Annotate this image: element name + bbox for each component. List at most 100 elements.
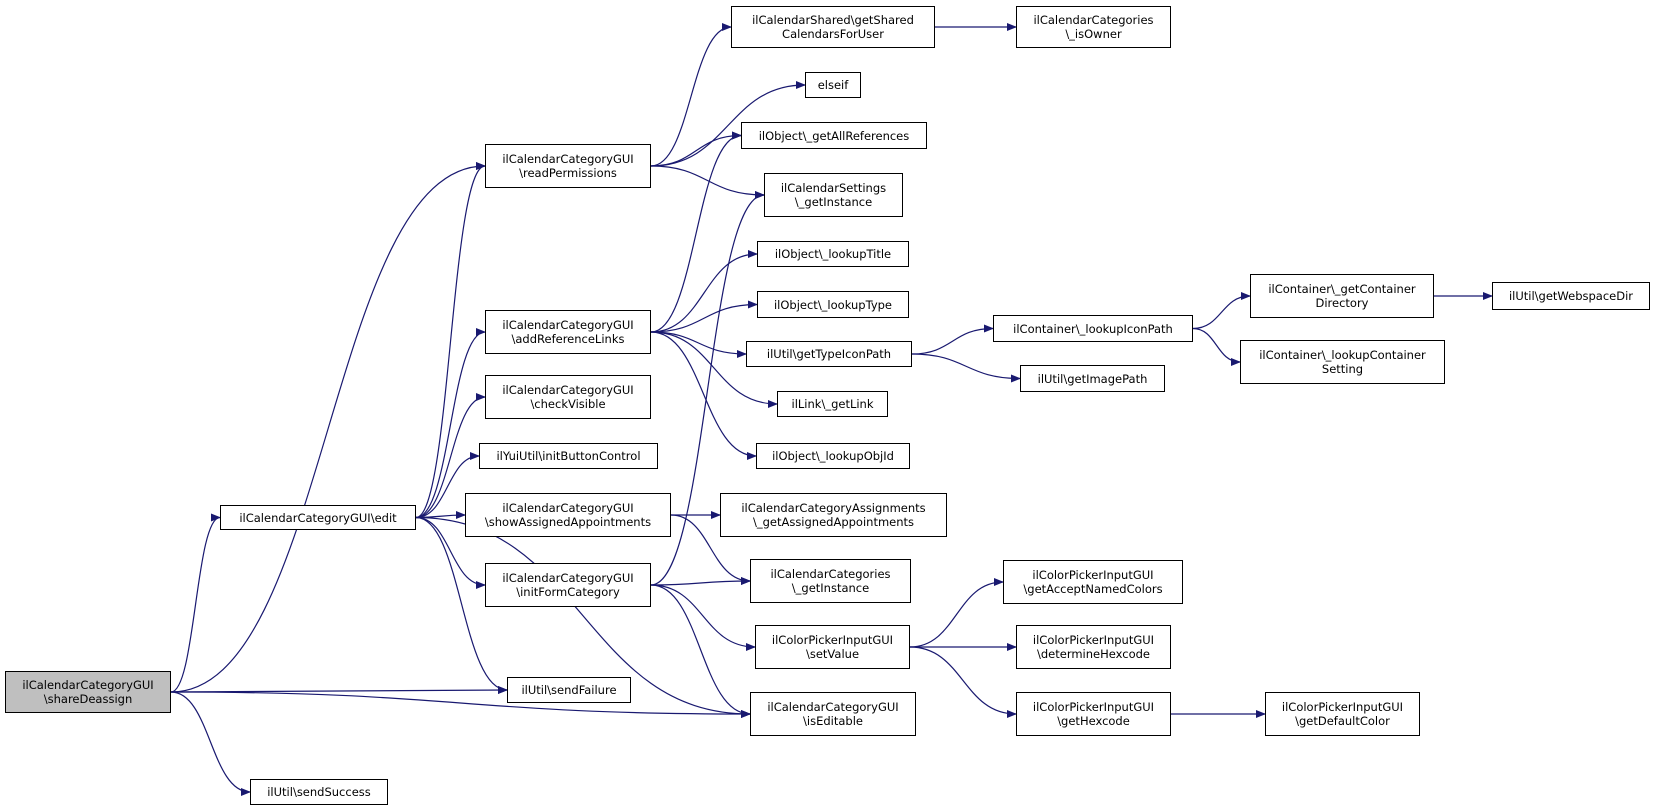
node-label-line: ilObject\_getAllReferences [758, 128, 910, 143]
node-label-line: ilUtil\getImagePath [1037, 371, 1148, 386]
node-settingsGetInstance[interactable]: ilCalendarSettings\_getInstance [764, 173, 903, 217]
node-label-line: ilContainer\_lookupContainer [1259, 348, 1426, 362]
node-getImagePath[interactable]: ilUtil\getImagePath [1020, 365, 1165, 392]
node-label-line: \getHexcode [1057, 714, 1130, 728]
node-showAssignedAppointments[interactable]: ilCalendarCategoryGUI\showAssignedAppoin… [465, 493, 671, 537]
node-label-line: ilUtil\getTypeIconPath [766, 347, 892, 361]
node-label-line: ilCalendarCategoryGUI\edit [239, 510, 397, 525]
node-elseif[interactable]: elseif [805, 72, 861, 98]
node-getDefaultColor[interactable]: ilColorPickerInputGUI\getDefaultColor [1265, 692, 1420, 736]
node-getHexcode[interactable]: ilColorPickerInputGUI\getHexcode [1016, 692, 1171, 736]
node-sendFailure[interactable]: ilUtil\sendFailure [507, 677, 631, 703]
node-isOwner[interactable]: ilCalendarCategories\_isOwner [1016, 6, 1171, 48]
node-label-line: \showAssignedAppointments [484, 515, 652, 529]
node-lookupType[interactable]: ilObject\_lookupType [757, 291, 909, 318]
edge-shareDeassign-to-edit [170, 513, 221, 693]
node-label-line: \_getInstance [791, 581, 870, 595]
node-label-line: ilColorPickerInputGUI [1032, 700, 1155, 714]
edge-edit-to-initFormCategory [415, 516, 486, 589]
node-getTypeIconPath[interactable]: ilUtil\getTypeIconPath [746, 341, 912, 367]
node-label-line: \getDefaultColor [1295, 714, 1390, 728]
node-label-line: ilCalendarCategoryGUI [502, 383, 634, 397]
edge-edit-to-readPermissions [415, 162, 486, 519]
edge-readPermissions-to-elseif [650, 81, 806, 167]
edge-edit-to-addReferenceLinks [415, 328, 486, 519]
node-label-line: \getAcceptNamedColors [1023, 582, 1163, 596]
node-label-line: ilColorPickerInputGUI [1032, 568, 1154, 582]
node-label-line: ilCalendarCategoryGUI [22, 678, 154, 692]
node-label-line: \checkVisible [530, 397, 606, 411]
node-lookupTitle[interactable]: ilObject\_lookupTitle [757, 241, 909, 267]
node-label-line: ilContainer\_lookupIconPath [1013, 321, 1173, 336]
edge-initFormCategory-to-setValue [650, 584, 756, 651]
node-label-line: ilUtil\sendSuccess [267, 785, 371, 799]
node-label-line: ilUtil\sendFailure [521, 683, 617, 697]
edge-addReferenceLinks-to-lookupTitle [650, 250, 758, 333]
node-lookupIconPath[interactable]: ilContainer\_lookupIconPath [993, 315, 1193, 342]
edge-edit-to-sendFailure [415, 516, 508, 694]
edge-readPermissions-to-getAllReferences [650, 131, 742, 167]
node-label-line: ilCalendarCategoryAssignments [741, 501, 926, 515]
node-initButtonControl[interactable]: ilYuiUtil\initButtonControl [479, 443, 658, 469]
edge-initFormCategory-to-isEditable [650, 584, 751, 718]
node-label-line: ilCalendarCategoryGUI [502, 501, 634, 515]
node-label-line: \_isOwner [1065, 27, 1122, 41]
edge-edit-to-initButtonControl [415, 452, 480, 519]
node-label-line: ilCalendarShared\getShared [752, 13, 914, 27]
node-lookupObjId[interactable]: ilObject\_lookupObjId [756, 443, 910, 469]
node-label-line: ilColorPickerInputGUI [1032, 633, 1155, 647]
node-label-line: ilYuiUtil\initButtonControl [496, 449, 641, 463]
node-checkVisible[interactable]: ilCalendarCategoryGUI\checkVisible [485, 375, 651, 419]
node-isEditable[interactable]: ilCalendarCategoryGUI\isEditable [750, 692, 916, 736]
node-getWebspaceDir[interactable]: ilUtil\getWebspaceDir [1492, 282, 1650, 310]
node-label-line: ilObject\_lookupTitle [774, 247, 892, 261]
node-getAcceptNamedColors[interactable]: ilColorPickerInputGUI\getAcceptNamedColo… [1003, 560, 1183, 604]
edge-addReferenceLinks-to-getAllReferences [650, 131, 742, 333]
node-label-line: ilObject\_lookupType [773, 297, 893, 312]
node-label-line: ilCalendarCategories [1033, 13, 1154, 27]
edge-lookupIconPath-to-getContainerDirectory [1192, 292, 1251, 330]
edge-setValue-to-getHexcode [909, 646, 1017, 718]
node-categoriesGetInstance[interactable]: ilCalendarCategories\_getInstance [750, 559, 911, 603]
edge-showAssignedAppointments-to-categoriesGetInstance [670, 514, 751, 585]
node-getAllReferences[interactable]: ilObject\_getAllReferences [741, 122, 927, 149]
node-label-line: ilColorPickerInputGUI [771, 633, 894, 647]
node-getAssignedAppointments[interactable]: ilCalendarCategoryAssignments\_getAssign… [720, 493, 947, 537]
node-shareDeassign[interactable]: ilCalendarCategoryGUI\shareDeassign [5, 671, 171, 713]
node-label-line: elseif [817, 78, 849, 92]
edge-initFormCategory-to-settingsGetInstance [650, 191, 765, 586]
node-label-line: ilLink\_getLink [791, 397, 874, 411]
node-label-line: ilCalendarSettings [780, 181, 887, 195]
node-label-line: \determineHexcode [1037, 647, 1150, 661]
node-label-line: \shareDeassign [43, 692, 133, 706]
node-initFormCategory[interactable]: ilCalendarCategoryGUI\initFormCategory [485, 563, 651, 607]
node-label-line: Setting [1321, 362, 1364, 376]
edge-initFormCategory-to-categoriesGetInstance [650, 577, 751, 586]
edge-readPermissions-to-settingsGetInstance [650, 165, 765, 199]
node-determineHexcode[interactable]: ilColorPickerInputGUI\determineHexcode [1016, 625, 1171, 669]
node-getLink[interactable]: ilLink\_getLink [777, 391, 888, 417]
edge-addReferenceLinks-to-lookupObjId [650, 331, 757, 460]
edge-lookupIconPath-to-lookupContainerSetting [1192, 327, 1241, 366]
node-readPermissions[interactable]: ilCalendarCategoryGUI\readPermissions [485, 144, 651, 188]
edge-edit-to-checkVisible [415, 393, 486, 519]
node-label-line: ilContainer\_getContainer [1268, 282, 1416, 296]
edge-shareDeassign-to-isEditable [170, 691, 751, 718]
edge-getTypeIconPath-to-lookupIconPath [911, 324, 994, 355]
edge-setValue-to-getAcceptNamedColors [909, 578, 1004, 648]
node-addReferenceLinks[interactable]: ilCalendarCategoryGUI\addReferenceLinks [485, 310, 651, 354]
node-label-line: \initFormCategory [516, 585, 620, 599]
edge-addReferenceLinks-to-lookupType [650, 300, 758, 333]
edge-shareDeassign-to-sendSuccess [170, 691, 251, 796]
node-sendSuccess[interactable]: ilUtil\sendSuccess [250, 779, 388, 805]
node-label-line: ilCalendarCategoryGUI [767, 700, 899, 714]
node-label-line: \setValue [805, 647, 860, 661]
node-label-line: ilCalendarCategories [770, 567, 891, 581]
node-edit[interactable]: ilCalendarCategoryGUI\edit [220, 505, 416, 530]
node-setValue[interactable]: ilColorPickerInputGUI\setValue [755, 625, 910, 669]
